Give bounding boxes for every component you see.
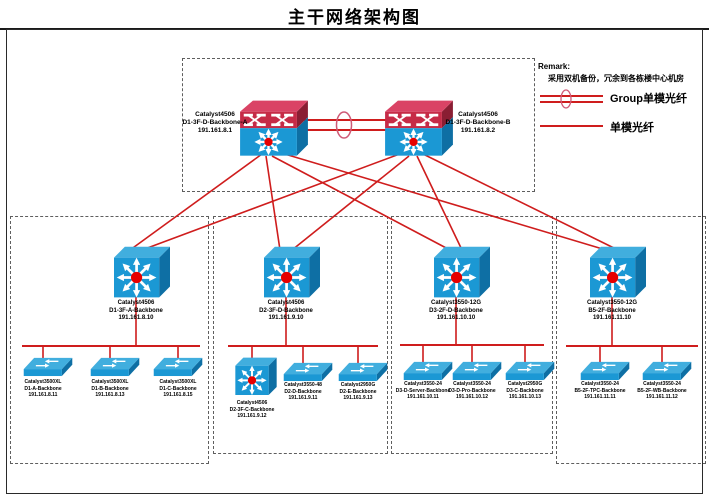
distribution-switch-d2-icon — [262, 245, 322, 301]
building-zone-box-b5 — [556, 216, 706, 464]
switch-hostname: D2-D-Backbone — [284, 388, 322, 395]
distribution-switch-d1-label: Catalyst4506 D1-3F-A-Backbone 191.161.8.… — [86, 300, 186, 323]
access-switch-label: Catalyst3550-24 B5-2F-WB-Backbone 191.16… — [624, 381, 700, 401]
switch-ip: 191.161.8.1 — [197, 127, 233, 135]
access-switch-icon — [402, 359, 454, 382]
diagram-border — [6, 29, 703, 494]
access-switch-label: Catalyst2950G D3-C-Backbone 191.161.10.1… — [487, 381, 563, 401]
switch-hostname: D1-B-Backbone — [91, 385, 129, 392]
access-switch-label: Catalyst3500XL D1-C-Backbone 191.161.8.1… — [140, 379, 216, 399]
switch-model: Catalyst4506 — [195, 111, 235, 118]
switch-hostname: D1-A-Backbone — [24, 385, 62, 392]
core-switch-a-label: Catalyst4506 D1-3F-D-Backbone-A 191.161.… — [165, 111, 265, 135]
switch-ip: 191.161.11.11 — [584, 394, 616, 400]
switch-ip: 191.161.11.10 — [592, 315, 632, 321]
access-switch-icon — [451, 359, 503, 382]
switch-model: Catalyst3550-12G — [586, 300, 638, 306]
access-switch-label: Catalyst3500XL D1-A-Backbone 191.161.8.1… — [5, 379, 81, 399]
switch-model: Catalyst3500XL — [91, 379, 129, 385]
switch-model: Catalyst4506 — [117, 300, 155, 306]
switch-ip: 191.161.11.12 — [646, 394, 678, 400]
switch-ip: 191.161.9.10 — [268, 315, 304, 321]
switch-model: Catalyst3550-24 — [453, 381, 491, 387]
access-switch-label: Catalyst3550-24 B5-2F-TPC-Backbone 191.1… — [562, 381, 638, 401]
access-switch-icon — [89, 355, 141, 378]
distribution-switch-b5-icon — [588, 245, 648, 301]
switch-ip: 191.161.10.13 — [509, 394, 541, 400]
switch-hostname: D1-3F-D-Backbone-A — [182, 119, 248, 127]
access-switch-label: Catalyst3550-48 D2-D-Backbone 191.161.9.… — [265, 382, 341, 402]
switch-hostname: D3-D-Pro-Backbone — [448, 387, 496, 394]
building-zone-box-d2 — [213, 216, 388, 454]
building-zone-box-d3 — [391, 216, 553, 454]
switch-model: Catalyst4506 — [267, 300, 305, 306]
access-switch-icon — [337, 360, 389, 383]
switch-ip: 191.161.10.10 — [436, 315, 476, 321]
distribution-switch-d2-label: Catalyst4506 D2-3F-D-Backbone 191.161.9.… — [236, 300, 336, 323]
distribution-switch-d3-icon — [432, 245, 492, 301]
switch-model: Catalyst2950G — [340, 382, 376, 388]
switch-hostname: D1-3F-D-Backbone-B — [445, 119, 511, 127]
access-switch-icon — [282, 360, 334, 383]
switch-hostname: D3-D-Server-Backbone — [395, 387, 451, 394]
switch-model: Catalyst3500XL — [159, 379, 197, 385]
switch-ip: 191.161.8.2 — [460, 127, 496, 135]
switch-model: Catalyst3550-12G — [430, 300, 482, 306]
switch-ip: 191.161.9.11 — [288, 395, 318, 401]
building-zone-box-d1 — [10, 216, 209, 464]
legend-group-fiber-label: Group单模光纤 — [610, 93, 687, 105]
access-switch-icon — [22, 355, 74, 378]
switch-hostname: D3-C-Backbone — [506, 387, 544, 394]
group-link-ellipse — [335, 111, 353, 139]
switch-ip: 191.161.10.12 — [456, 394, 488, 400]
switch-hostname: D2-E-Backbone — [339, 388, 377, 395]
legend-remark-title: Remark: — [538, 62, 571, 71]
switch-model: Catalyst3550-24 — [581, 381, 619, 387]
legend-remark-text: 采用双机备份，冗余到各栋楼中心机房 — [548, 74, 684, 83]
switch-hostname: B5-2F-Backbone — [588, 307, 636, 314]
switch-hostname: D1-3F-A-Backbone — [109, 307, 163, 314]
core-zone-box — [182, 58, 535, 192]
switch-hostname: B5-2F-TPC-Backbone — [574, 387, 626, 394]
diagram-title: 主干网络架构图 — [288, 8, 421, 27]
core-switch-b-label: Catalyst4506 D1-3F-D-Backbone-B 191.161.… — [428, 111, 528, 135]
access-switch-label: Catalyst3550-24 D3-D-Pro-Backbone 191.16… — [434, 381, 510, 401]
access-switch-icon — [641, 359, 693, 382]
switch-model: Catalyst3500XL — [24, 379, 62, 385]
distribution-switch-b5-label: Catalyst3550-12G B5-2F-Backbone 191.161.… — [562, 300, 662, 323]
access-switch-icon — [152, 355, 204, 378]
switch-hostname: D3-2F-D-Backbone — [429, 307, 483, 314]
access-switch-icon — [504, 359, 556, 382]
switch-model: Catalyst3550-24 — [643, 381, 681, 387]
switch-ip: 191.161.10.11 — [407, 394, 439, 400]
switch-ip: 191.161.8.11 — [28, 392, 58, 398]
switch-ip: 191.161.8.10 — [118, 315, 154, 321]
access-switch-label: Catalyst3550-24 D3-D-Server-Backbone 191… — [385, 381, 461, 401]
access-switch-label: Catalyst4506 D2-3F-C-Backbone 191.161.9.… — [214, 400, 290, 420]
switch-hostname: D2-3F-C-Backbone — [229, 406, 275, 413]
switch-model: Catalyst3550-24 — [404, 381, 442, 387]
switch-model: Catalyst4506 — [458, 111, 498, 118]
access-switch-icon — [579, 359, 631, 382]
switch-hostname: B5-2F-WB-Backbone — [637, 387, 687, 394]
switch-hostname: D1-C-Backbone — [159, 385, 197, 392]
legend-group-ellipse — [560, 89, 572, 109]
switch-model: Catalyst3550-48 — [284, 382, 322, 388]
access-switch-label: Catalyst2950G D2-E-Backbone 191.161.9.13 — [320, 382, 396, 402]
switch-ip: 191.161.9.12 — [237, 413, 267, 419]
switch-ip: 191.161.8.15 — [163, 392, 193, 398]
switch-ip: 191.161.9.13 — [343, 395, 373, 401]
distribution-switch-d3-label: Catalyst3550-12G D3-2F-D-Backbone 191.16… — [406, 300, 506, 323]
switch-model: Catalyst2950G — [507, 381, 543, 387]
switch-hostname: D2-3F-D-Backbone — [259, 307, 313, 314]
switch-model: Catalyst4506 — [236, 400, 268, 406]
access-switch-label: Catalyst3500XL D1-B-Backbone 191.161.8.1… — [72, 379, 148, 399]
distribution-switch-d1-icon — [112, 245, 172, 301]
switch-ip: 191.161.8.13 — [95, 392, 125, 398]
legend-fiber-label: 单模光纤 — [610, 122, 654, 134]
